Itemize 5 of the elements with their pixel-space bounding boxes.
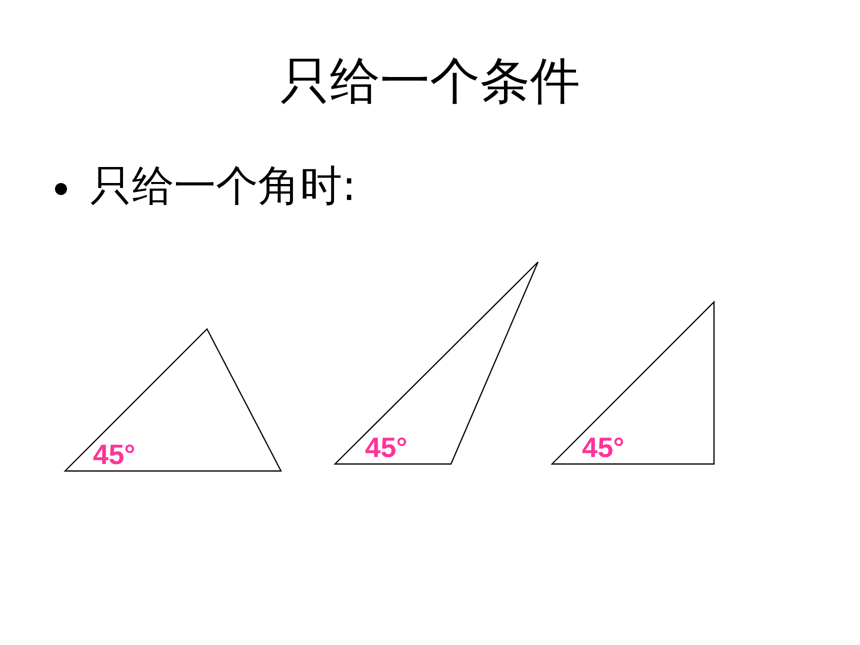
bullet-text: 只给一个角时:	[90, 160, 356, 212]
angle-label: 45°	[365, 434, 408, 462]
slide-title: 只给一个条件	[279, 51, 581, 112]
angle-label: 45°	[582, 434, 624, 462]
angle-label: 45°	[93, 441, 136, 469]
